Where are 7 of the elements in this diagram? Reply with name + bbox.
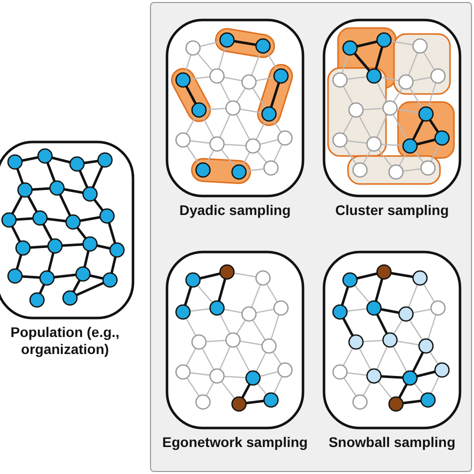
- network-panel: [0, 140, 135, 359]
- caption-text: Egonetwork sampling: [162, 434, 308, 451]
- caption-text: Cluster sampling: [335, 202, 449, 219]
- caption-text: Snowball sampling: [328, 434, 456, 451]
- network-panel: [160, 250, 310, 452]
- caption-text: Population (e.g., organization): [10, 324, 120, 358]
- caption-text: Dyadic sampling: [179, 202, 291, 219]
